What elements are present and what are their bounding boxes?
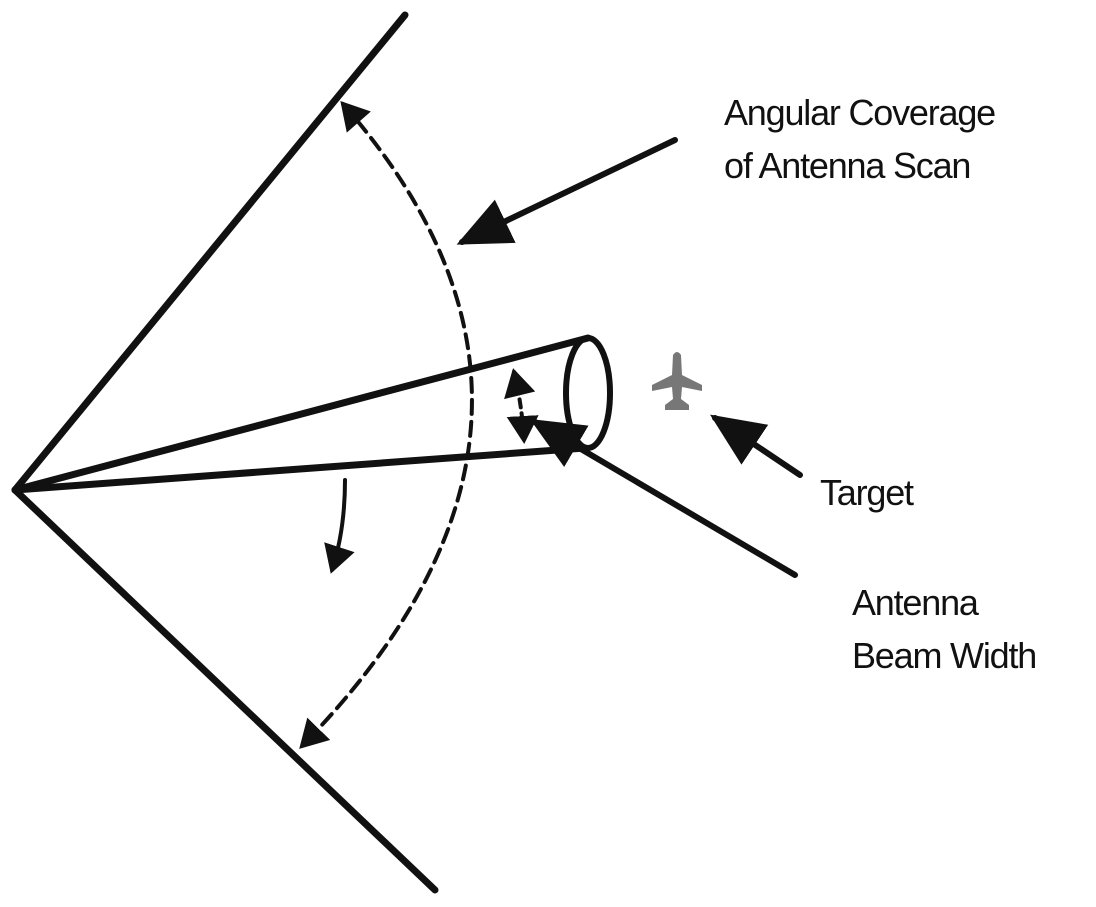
coverage-label-line2: of Antenna Scan bbox=[724, 145, 970, 186]
beam-width-arrow bbox=[504, 368, 539, 444]
coverage-label-line1: Angular Coverage bbox=[724, 92, 995, 133]
beam-label-line2: Beam Width bbox=[852, 635, 1036, 676]
beam-width-pointer bbox=[529, 418, 798, 578]
scan-limit-lower bbox=[11, 486, 439, 894]
airplane-icon bbox=[652, 352, 702, 410]
target-label: Target bbox=[820, 472, 914, 513]
scan-limit-upper bbox=[11, 11, 409, 494]
beam-label-line1: Antenna bbox=[852, 582, 980, 623]
target-pointer bbox=[710, 414, 803, 478]
scan-direction-arrow bbox=[324, 478, 355, 574]
scan-coverage-arc bbox=[299, 100, 474, 749]
beam-end-ellipse bbox=[563, 335, 613, 451]
coverage-pointer bbox=[456, 137, 678, 245]
